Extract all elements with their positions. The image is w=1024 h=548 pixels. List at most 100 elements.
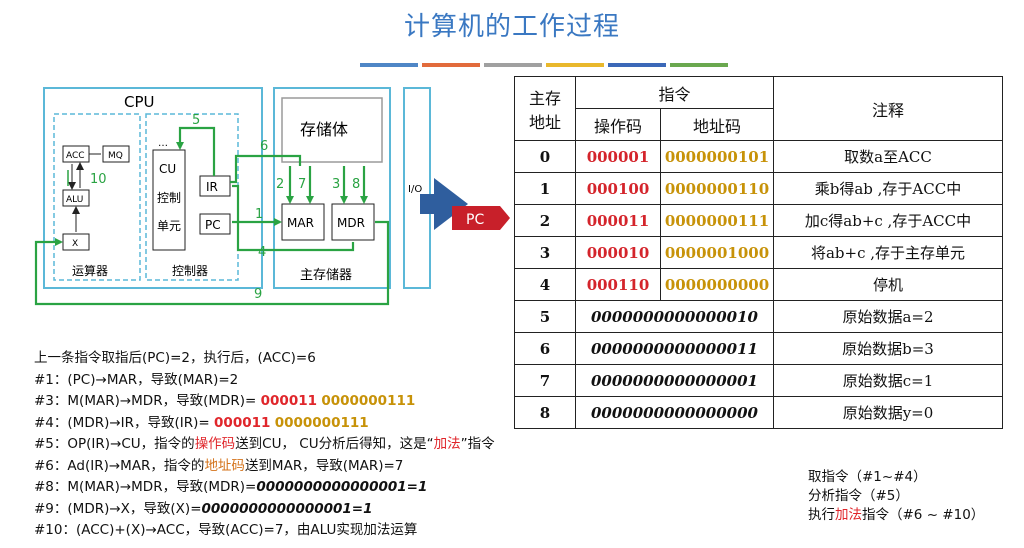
- table-row: 3 000010 0000001000 将ab+c ,存于主存单元: [514, 236, 1003, 269]
- step-text: #3：M(MAR)→MDR，导致(MDR)=: [34, 393, 261, 409]
- cell-addr: 5: [514, 300, 576, 333]
- mar-label: MAR: [287, 216, 314, 230]
- cu-label-3: 单元: [157, 219, 181, 233]
- main-memory-label: 主存储器: [300, 268, 352, 283]
- x-label: X: [72, 239, 78, 249]
- io-label: I/O: [408, 184, 422, 195]
- cell-note: 原始数据y=0: [773, 396, 1003, 429]
- cell-addr: 8: [514, 396, 576, 429]
- cell-opcode: 000001: [575, 140, 661, 173]
- step-number: 10: [90, 172, 107, 187]
- step-line: #9：(MDR)→X，导致(X)=0000000000000001=1: [34, 499, 495, 521]
- step-line: #6：Ad(IR)→MAR，指令的地址码送到MAR，导致(MAR)=7: [34, 456, 495, 478]
- table-header-row: 主存 地址 指令 注释: [514, 76, 1003, 141]
- header-note: 注释: [773, 76, 1003, 141]
- cell-address-code: 0000000000: [660, 268, 774, 301]
- header-opcode: 操作码: [575, 108, 661, 141]
- step-opcode: 000011: [214, 414, 271, 431]
- step-number: 5: [192, 113, 200, 128]
- cell-addr: 3: [514, 236, 576, 269]
- page-title: 计算机的工作过程: [403, 12, 620, 42]
- pc-label: PC: [205, 218, 221, 232]
- step-text: 送到CU， CU分析后得知，这是“: [235, 436, 434, 452]
- table-subheader-row: 操作码 地址码: [515, 108, 1003, 141]
- summary-highlight: 加法: [835, 507, 862, 523]
- cell-address-code: 0000000101: [660, 140, 774, 173]
- cu-label-2: 控制: [157, 191, 181, 205]
- cu-label: CU: [159, 162, 176, 176]
- cell-note: 原始数据c=1: [773, 364, 1003, 397]
- color-bar: [608, 63, 666, 67]
- step-text: ”指令: [460, 436, 495, 452]
- step-number: 4: [258, 245, 266, 260]
- summary-text: 指令（#6 ~ #10）: [862, 507, 985, 523]
- cpu-label: CPU: [124, 93, 155, 111]
- storage-body-label: 存储体: [300, 120, 348, 139]
- step-highlight: 地址码: [204, 457, 245, 474]
- main-memory-box: [273, 87, 391, 289]
- cell-opcode: 000010: [575, 236, 661, 269]
- cell-data-value: 0000000000000000: [575, 396, 774, 429]
- header-address-l2: 地址: [528, 112, 561, 132]
- color-bar: [484, 63, 542, 67]
- step-line: #4：(MDR)→IR，导致(IR)= 000011 0000000111: [34, 413, 495, 435]
- step-number: 7: [298, 177, 306, 192]
- step-number: 3: [332, 177, 340, 192]
- cell-addr: 0: [514, 140, 576, 173]
- mar-box: [281, 203, 325, 241]
- cell-note: 原始数据a=2: [773, 300, 1003, 333]
- table-row: 8 0000000000000000 原始数据y=0: [514, 396, 1003, 429]
- pc-box: [199, 213, 231, 235]
- color-bar: [670, 63, 728, 67]
- phase-summary: 取指令（#1~#4） 分析指令（#5） 执行加法指令（#6 ~ #10）: [808, 468, 984, 525]
- step-text: #4：(MDR)→IR，导致(IR)=: [34, 414, 215, 431]
- mq-label: MQ: [108, 151, 123, 161]
- summary-fetch: 取指令（#1~#4）: [808, 469, 927, 485]
- title-color-bars: [360, 52, 732, 71]
- step-line: 上一条指令取指后(PC)=2，执行后，(ACC)=6: [34, 350, 316, 366]
- pc-pointer-tag: [452, 206, 510, 230]
- table-row: 0 000001 0000000101 取数a至ACC: [514, 140, 1003, 173]
- cell-data-value: 0000000000000011: [575, 332, 774, 365]
- step-number: 9: [254, 287, 262, 302]
- cell-addr: 4: [514, 268, 576, 301]
- cell-address-code: 0000000111: [660, 204, 774, 237]
- step-address-code: 0000000111: [274, 414, 369, 431]
- step-opcode: 000011: [260, 393, 318, 409]
- color-bar: [546, 63, 604, 67]
- summary-analyze: 分析指令（#5）: [808, 488, 909, 504]
- cell-note: 加c得ab+c ,存于ACC中: [773, 204, 1003, 237]
- io-box: [403, 87, 431, 289]
- execution-steps: 上一条指令取指后(PC)=2，执行后，(ACC)=6 #1：(PC)→MAR，导…: [34, 348, 495, 542]
- step-highlight: 加法: [433, 436, 461, 452]
- alu-unit-label: 运算器: [72, 263, 108, 278]
- x-box: [62, 233, 90, 251]
- color-bar: [360, 63, 418, 67]
- mdr-box: [331, 203, 375, 241]
- control-unit-label: 控制器: [172, 264, 208, 278]
- cell-opcode: 000110: [575, 268, 661, 301]
- cpu-box: [43, 87, 263, 289]
- table-row: 1 000100 0000000110 乘b得ab ,存于ACC中: [514, 172, 1003, 205]
- summary-text: 执行: [808, 507, 835, 523]
- cell-opcode: 000011: [575, 204, 661, 237]
- step-value: 0000000000000001=1: [256, 479, 428, 495]
- step-highlight: 操作码: [194, 436, 236, 452]
- step-number: 6: [260, 139, 268, 154]
- ellipsis: …: [158, 138, 168, 149]
- mdr-label: MDR: [337, 216, 365, 230]
- cell-note: 将ab+c ,存于主存单元: [773, 236, 1003, 269]
- cell-note: 停机: [773, 268, 1003, 301]
- cell-addr: 6: [514, 332, 576, 365]
- step-address-code: 0000000111: [321, 393, 416, 409]
- table-row: 2 000011 0000000111 加c得ab+c ,存于ACC中: [514, 204, 1003, 237]
- step-line: #1：(PC)→MAR，导致(MAR)=2: [34, 371, 239, 388]
- step-line: #5：OP(IR)→CU，指令的操作码送到CU， CU分析后得知，这是“加法”指…: [34, 434, 495, 456]
- table-row: 4 000110 0000000000 停机: [514, 268, 1003, 301]
- right-arrow-icon: [420, 178, 468, 230]
- cell-addr: 2: [514, 204, 576, 237]
- header-address-code: 地址码: [660, 108, 774, 141]
- step-text: #6：Ad(IR)→MAR，指令的: [34, 457, 205, 474]
- step-line: #3：M(MAR)→MDR，导致(MDR)= 000011 0000000111: [34, 391, 495, 413]
